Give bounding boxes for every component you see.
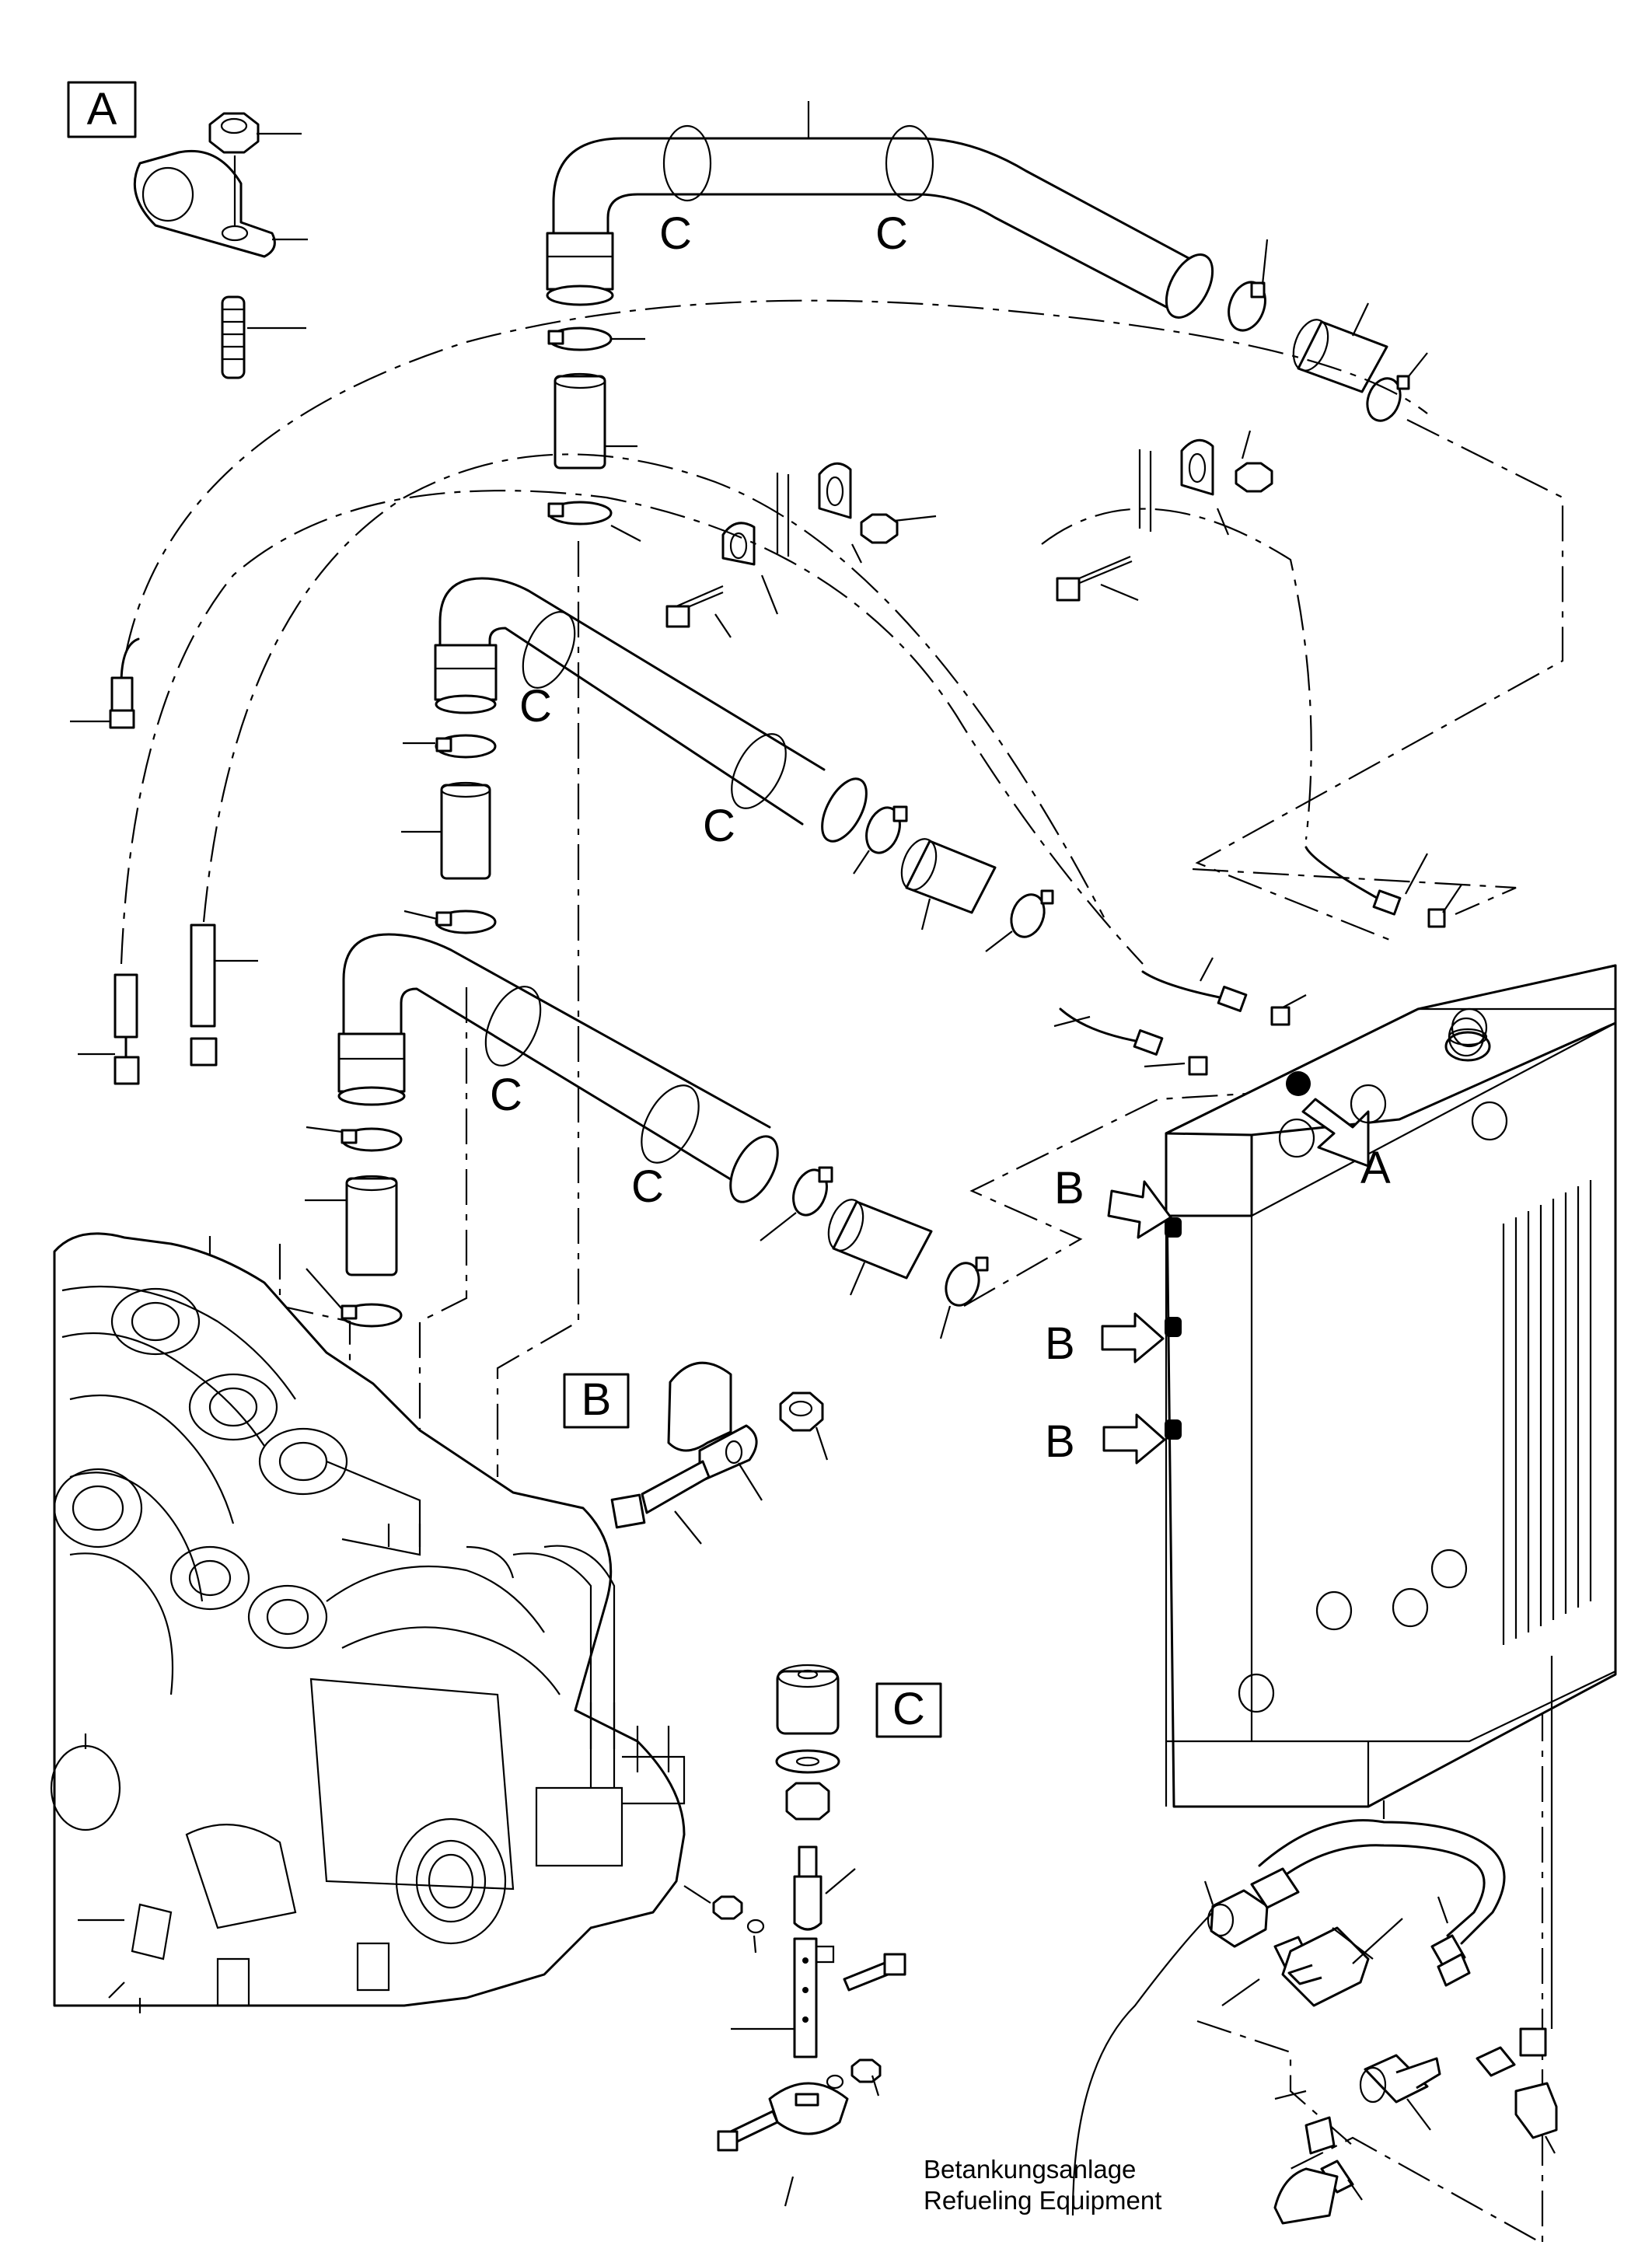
callout-b-1: B [1054,1163,1084,1213]
middle-hose-group: C C [434,577,868,851]
callout-c-3: C [519,681,552,731]
radiator-assembly: A B B B [1045,964,1617,1808]
detail-c-link-bar [793,1937,818,2058]
refuel-tee-fitting [1210,1889,1269,1948]
fuel-line-fitting-3 [190,924,216,1028]
middle-hose-fittings [401,734,1054,952]
detail-a-group: A [67,81,308,379]
detail-a-stud [221,295,246,379]
callout-c-5: C [490,1070,522,1120]
detail-a-clamp [133,149,276,258]
hose-clamp-4 [1366,377,1402,422]
middle-hose-upper [438,577,826,771]
callout-b-2: B [1045,1318,1075,1369]
detail-b-clamp [667,1361,732,1452]
refuel-supply-line [1071,1912,1214,2216]
lower-hose-fittings [305,1126,989,1339]
fuel-lines-left [70,637,258,1085]
refuel-hose-inner [1266,1844,1486,1937]
middle-hose-end-ring [821,777,868,843]
top-hose-lower [606,193,1175,312]
detail-b-box [563,1373,630,1429]
lower-hose-upper [342,933,771,1129]
refuel-nipple-2 [1304,2116,1336,2155]
refuel-valve-body [1281,1926,1370,2007]
detail-b-nut [779,1391,824,1432]
lower-hose-end-sleeve [337,1032,406,1093]
bracket-clamp-assemblies [665,430,1273,638]
hose-clamp-12 [945,1262,980,1307]
lower-hose-group: C C [337,933,779,1212]
refuel-elbow-2 [1273,2167,1339,2225]
top-hose-upper [552,137,1199,269]
detail-b-group: B [563,1361,829,1545]
routing-lines [120,299,1564,2245]
radiator-fins [1502,1180,1592,1645]
callout-c-6: C [631,1161,664,1212]
refueling-equipment [1071,1656,1558,2225]
caption-german: Betankungsanlage [924,2155,1136,2184]
engine-block [50,1232,686,2013]
refuel-valve-2 [1364,2054,1429,2104]
callout-c-4: C [703,801,735,851]
caption-english: Refueling Equipment [924,2186,1161,2215]
connector-sleeve-4 [905,840,997,914]
middle-hose-lower [488,627,804,826]
hose-clamp-7 [865,806,901,854]
top-hose-fittings [547,239,1428,542]
connector-sleeve-2 [1297,320,1388,393]
engine-outline [53,1232,686,2007]
radiator-fitting-a [1286,1071,1311,1096]
connector-sleeve-3 [440,784,491,880]
lower-hose-end-ring [729,1135,779,1203]
fuel-line-fitting-2 [114,973,138,1039]
detail-c-washer [775,1749,840,1774]
lower-hose-lower [400,987,739,1185]
detail-c-box [875,1682,942,1738]
detail-c-group: C [683,1664,942,2207]
top-hose-end-ring [1165,253,1214,319]
top-hose-group: C C [546,101,1214,319]
radiator-fuel-lines [1053,846,1462,1076]
connector-sleeve-5 [345,1177,398,1276]
arrow-a [1301,1098,1370,1168]
detail-a-box [67,81,137,138]
detail-b-label: B [582,1374,612,1425]
detail-c-label: C [892,1684,925,1734]
radiator-clamp-points: B B B [1045,1163,1182,1467]
fuel-line-fitting-1 [110,676,134,715]
detail-c-bushing [776,1670,840,1735]
callout-b-3: B [1045,1416,1075,1467]
top-hose-end-sleeve [546,232,614,291]
detail-c-nut [785,1782,830,1821]
hose-clamp-8 [1010,893,1046,938]
callout-c-1: C [659,208,692,259]
callout-c-2: C [875,208,908,259]
connector-sleeve-6 [832,1200,933,1280]
connector-sleeve-1 [554,375,606,470]
refuel-hose-outer [1258,1819,1506,1945]
detail-c-rod-end [793,1875,823,1931]
refuel-elbow-1 [1514,2082,1558,2139]
detail-c-hose-clamp [768,2082,849,2135]
detail-a-label: A [87,84,117,134]
refuel-nipple-1 [1519,2027,1547,2057]
callout-a: A [1360,1143,1391,1193]
detail-b-bolt-head [610,1493,646,1529]
middle-hose-end-sleeve [434,644,498,701]
